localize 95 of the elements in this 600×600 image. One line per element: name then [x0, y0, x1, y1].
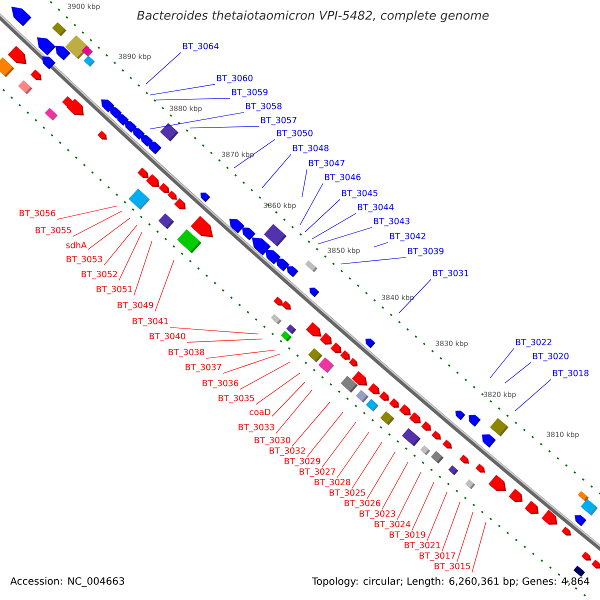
- gene-label: BT_3041: [132, 318, 168, 326]
- gene-label: BT_3021: [404, 542, 440, 550]
- gene-label: BT_3053: [66, 256, 102, 264]
- gene-label: BT_3040: [150, 332, 186, 342]
- leader-line: [302, 169, 308, 198]
- leader-line: [490, 348, 514, 378]
- gene-label: BT_3028: [314, 478, 350, 488]
- leader-line: [396, 472, 422, 520]
- gene-label: BT_3037: [186, 364, 222, 372]
- gene-label: BT_3015: [434, 562, 470, 572]
- leader-line: [442, 502, 460, 552]
- gene-label: BT_3027: [300, 468, 336, 477]
- leader-line: [146, 52, 182, 84]
- gene-label: BT_3023: [360, 510, 396, 519]
- leader-line: [366, 452, 396, 500]
- leader-line: [234, 139, 276, 168]
- leader-line: [374, 242, 388, 248]
- leader-line: [322, 422, 356, 468]
- gene-label: BT_3042: [390, 232, 426, 242]
- gene-label: BT_3045: [342, 190, 378, 198]
- leader-line: [306, 412, 344, 458]
- gene-label: BT_3029: [284, 458, 320, 466]
- gene-label: BT_3020: [533, 352, 569, 362]
- gene-label: BT_3019: [390, 531, 426, 540]
- accession-text: Accession: NC_004663: [10, 577, 124, 587]
- gene-label: BT_3031: [433, 270, 468, 278]
- gene-label: BT_3060: [217, 74, 253, 84]
- gene-label: BT_3024: [374, 520, 410, 530]
- gene-label: coaD: [250, 408, 270, 416]
- leader-line: [72, 210, 122, 237]
- gene-label: BT_3018: [553, 370, 589, 378]
- gene-label: BT_3038: [168, 348, 204, 358]
- gene-label: BT_3039: [408, 248, 444, 256]
- leader-line: [340, 257, 406, 264]
- gene-label: BT_3056: [20, 210, 56, 218]
- leader-line: [336, 432, 370, 478]
- leader-line: [240, 362, 290, 390]
- gene-label: BT_3051: [96, 286, 132, 294]
- gene-label: BT_3046: [325, 174, 361, 182]
- leader-line: [398, 279, 432, 314]
- gene-label: BT_3055: [36, 226, 72, 236]
- gene-label: BT_3064: [183, 42, 219, 52]
- gene-label: BT_3017: [420, 552, 456, 561]
- leader-line: [292, 402, 330, 447]
- leader-line: [472, 522, 486, 573]
- leader-line: [318, 227, 372, 244]
- leader-line: [272, 382, 306, 417]
- gene-label: BT_3032: [270, 447, 305, 456]
- leader-line: [262, 154, 292, 188]
- leader-line: [186, 338, 262, 343]
- leader-line: [104, 224, 138, 266]
- leader-line: [382, 462, 408, 510]
- leader-line: [256, 372, 300, 405]
- gene-label: BT_3044: [358, 204, 394, 212]
- leader-line: [88, 218, 130, 250]
- title: Bacteroides thetaiotaomicron VPI-5482, complete genome: [137, 10, 489, 22]
- gene-label: sdhA: [66, 242, 87, 248]
- leader-line: [134, 240, 152, 296]
- leader-line: [504, 362, 532, 384]
- gene-label: BT_3057: [261, 116, 296, 126]
- gene-label: BT_3035: [218, 394, 254, 404]
- leader-line: [276, 390, 312, 434]
- leader-line: [150, 84, 216, 96]
- leader-line: [190, 126, 260, 128]
- leader-line: [222, 354, 280, 374]
- gene-label: BT_3058: [246, 102, 282, 112]
- gene-label: BT_3036: [202, 380, 238, 388]
- gene-label: BT_3026: [344, 500, 380, 508]
- gene-label: BT_3047: [309, 160, 344, 168]
- genome-info-text: Topology: circular; Length: 6,260,361 bp; Genes: 4,864: [312, 577, 590, 587]
- gene-label: BT_3033: [238, 424, 274, 432]
- gene-label: BT_3030: [254, 436, 290, 446]
- leader-line: [206, 350, 276, 359]
- leader-line: [150, 112, 244, 130]
- leader-line: [170, 327, 258, 334]
- leader-line: [300, 183, 324, 226]
- gene-label: BT_3043: [374, 218, 410, 226]
- gene-label: BT_3022: [516, 338, 552, 348]
- gene-label: BT_3049: [118, 302, 154, 310]
- gene-label: BT_3059: [232, 88, 268, 98]
- leader-line: [514, 379, 552, 412]
- leader-line: [118, 232, 142, 281]
- leader-line: [156, 98, 230, 100]
- leader-line: [312, 213, 356, 240]
- leader-line: [426, 492, 448, 542]
- leader-line: [412, 482, 434, 531]
- gene-label: BT_3052: [82, 270, 117, 280]
- gene-label: BT_3025: [330, 489, 366, 498]
- leader-line: [56, 206, 118, 220]
- leader-line: [456, 512, 474, 562]
- gene-label: BT_3048: [293, 144, 329, 154]
- gene-label: BT_3050: [277, 130, 313, 138]
- leader-line: [352, 442, 382, 489]
- leader-line: [154, 260, 174, 312]
- leader-line: [304, 199, 340, 232]
